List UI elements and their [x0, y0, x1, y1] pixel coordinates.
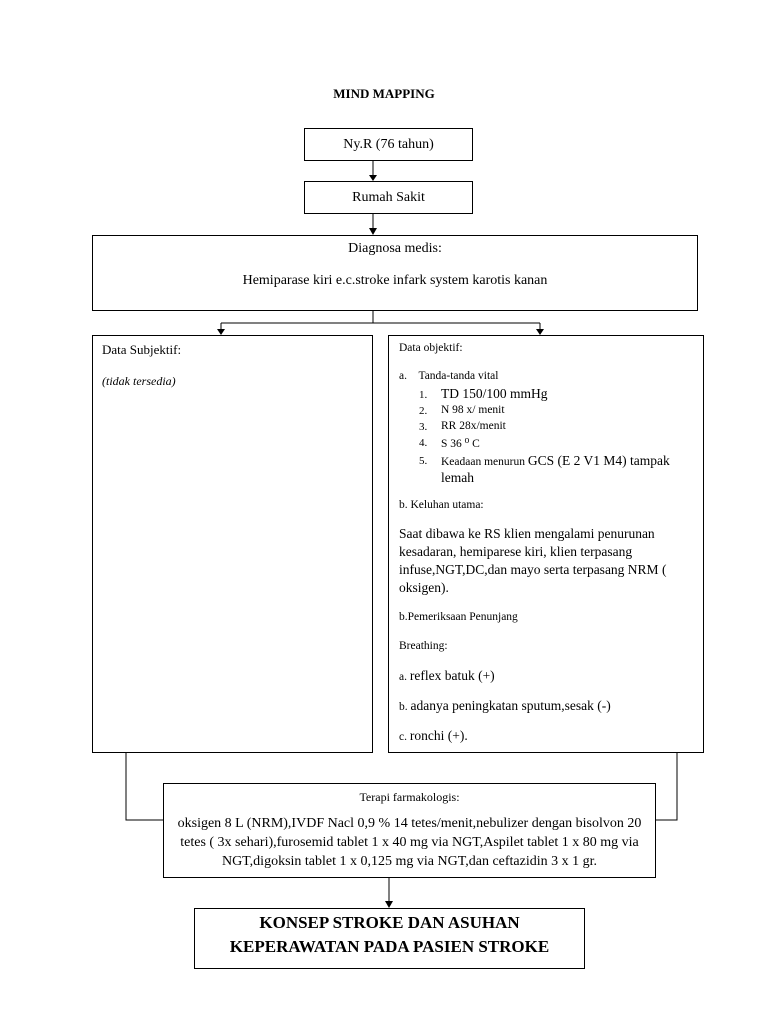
vital-consciousness: Keadaan menurun GCS (E 2 V1 M4) tampak	[441, 453, 670, 468]
objective-data-box: Data objektif: a. Tanda-tanda vital 1. T…	[388, 335, 704, 753]
complaint-line: Saat dibawa ke RS klien mengalami penuru…	[399, 526, 655, 541]
complaint-line: infuse,NGT,DC,dan mayo serta terpasang N…	[399, 562, 667, 577]
complaint-heading: b. Keluhan utama:	[399, 499, 484, 511]
breathing-item: a. reflex batuk (+)	[399, 668, 495, 683]
therapy-box: Terapi farmakologis: oksigen 8 L (NRM),I…	[163, 783, 656, 878]
support-heading: b.Pemeriksaan Penunjang	[399, 611, 518, 623]
subjective-heading: Data Subjektif:	[102, 342, 182, 357]
arrow-head	[369, 228, 377, 235]
vital-consciousness-cont: lemah	[441, 470, 474, 485]
vital-pulse: N 98 x/ menit	[441, 404, 505, 416]
arrow-head	[385, 901, 393, 908]
subjective-note: (tidak tersedia)	[102, 374, 176, 388]
vital-respiration: RR 28x/menit	[441, 420, 506, 432]
therapy-body: oksigen 8 L (NRM),IVDF Nacl 0,9 % 14 tet…	[164, 814, 655, 871]
therapy-line: NGT,digoksin tablet 1 x 0,125 mg via NGT…	[221, 854, 598, 869]
vitals-heading: a. Tanda-tanda vital	[399, 370, 499, 382]
arrow-head	[217, 329, 225, 335]
subjective-data-box: Data Subjektif: (tidak tersedia)	[92, 335, 373, 753]
objective-heading: Data objektif:	[399, 342, 463, 354]
page-title: MIND MAPPING	[333, 86, 435, 101]
breathing-heading: Breathing:	[399, 640, 448, 652]
vital-number: 3.	[419, 421, 428, 433]
concept-box: KONSEP STROKE DAN ASUHAN KEPERAWATAN PAD…	[194, 908, 585, 969]
breathing-item: b. adanya peningkatan sputum,sesak (-)	[399, 698, 611, 713]
diagnosis-text: Hemiparase kiri e.c.stroke infark system…	[242, 273, 548, 288]
vital-blood-pressure: TD 150/100 mmHg	[441, 386, 548, 401]
breathing-item: c. ronchi (+).	[399, 728, 468, 743]
vital-number: 4.	[419, 437, 428, 449]
diagnosis-heading: Diagnosa medis:	[348, 241, 442, 256]
diagnosis-box: Diagnosa medis: Hemiparase kiri e.c.stro…	[92, 235, 698, 311]
arrow-head	[369, 175, 377, 181]
complaint-line: kesadaran, hemiparese kiri, klien terpas…	[399, 544, 633, 559]
vital-number: 5.	[419, 455, 428, 467]
vital-temperature: S 36 ⁰ C	[441, 438, 480, 450]
patient-box: Ny.R (76 tahun)	[304, 128, 473, 161]
therapy-line: tetes ( 3x sehari),furosemid tablet 1 x …	[180, 835, 639, 850]
concept-line: KONSEP STROKE DAN ASUHAN	[259, 913, 520, 932]
hospital-box: Rumah Sakit	[304, 181, 473, 214]
vital-number: 1.	[419, 389, 428, 401]
therapy-heading: Terapi farmakologis:	[359, 790, 460, 804]
concept-line: KEPERAWATAN PADA PASIEN STROKE	[229, 937, 550, 956]
complaint-line: oksigen).	[399, 580, 449, 595]
arrow-head	[536, 329, 544, 335]
therapy-line: oksigen 8 L (NRM),IVDF Nacl 0,9 % 14 tet…	[177, 816, 642, 831]
vital-number: 2.	[419, 405, 428, 417]
